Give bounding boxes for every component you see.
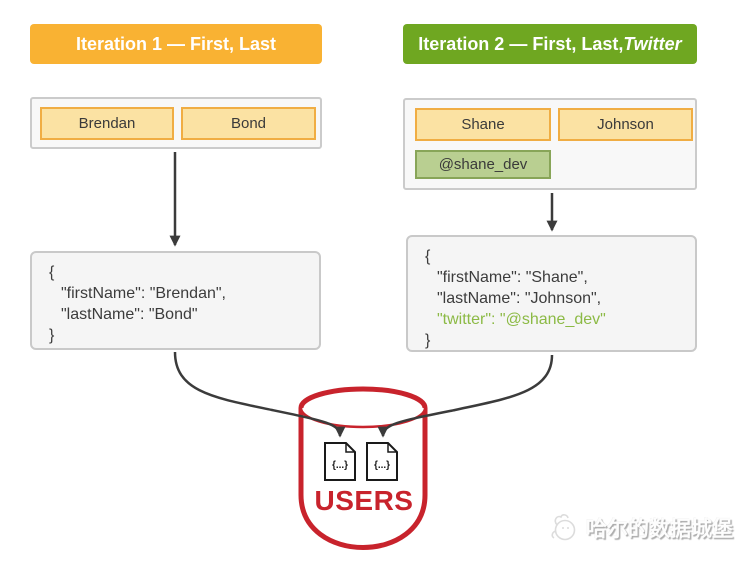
cylinder-top-arc [298,386,428,409]
cylinder-body [298,408,428,550]
document-icon-1-fold [345,443,355,453]
document-icon-2-label: {...} [374,460,390,471]
field-last-name-1: Bond [181,107,316,140]
iteration2-header: Iteration 2 — First, Last, Twitter [403,24,697,64]
document-icon-1-label: {...} [332,460,348,471]
watermark: 哈尔的数据城堡 [547,511,733,545]
field-first-name-2: Shane [415,108,551,141]
json1-open-brace: { [49,264,55,281]
database-name-label: USERS [314,485,414,516]
iteration1-json-document: { "firstName": "Brendan", "lastName": "B… [30,251,321,350]
iteration2-json-document: { "firstName": "Shane", "lastName": "Joh… [406,235,697,352]
field-last-name-2: Johnson [558,108,693,141]
iteration2-to-db-arrow [377,354,554,438]
json1-close-brace: } [49,327,55,344]
json2-firstname-line: "firstName": "Shane", [437,269,588,286]
document-icon-1: {...} [324,442,356,481]
field-twitter-handle: @shane_dev [415,150,551,179]
json1-firstname-line: "firstName": "Brendan", [61,285,226,302]
iteration1-fields-container: Brendan Bond [30,97,322,149]
field-first-name-1: Brendan [40,107,174,140]
json2-twitter-line: "twitter": "@shane_dev" [437,311,606,328]
iteration1-header: Iteration 1 — First, Last [30,24,322,64]
iteration2-fields-container: Shane Johnson @shane_dev [403,98,697,190]
iteration2-title-prefix: Iteration 2 — First, Last, [418,33,624,54]
database-cylinder [298,386,428,550]
iteration1-to-db-arrow [173,351,346,438]
watermark-text: 哈尔的数据城堡 [586,518,733,541]
json2-open-brace: { [425,248,431,265]
watermark-logo-icon [551,514,576,541]
document-icon-2: {...} [366,442,398,481]
json2-lastname-line: "lastName": "Johnson", [437,290,602,307]
json1-lastname-line: "lastName": "Bond" [61,306,198,323]
document-icon-2-fold [387,443,397,453]
iteration2-title-italic: Twitter [623,33,682,54]
json2-close-brace: } [425,332,431,349]
iteration1-title: Iteration 1 — First, Last [75,33,277,54]
